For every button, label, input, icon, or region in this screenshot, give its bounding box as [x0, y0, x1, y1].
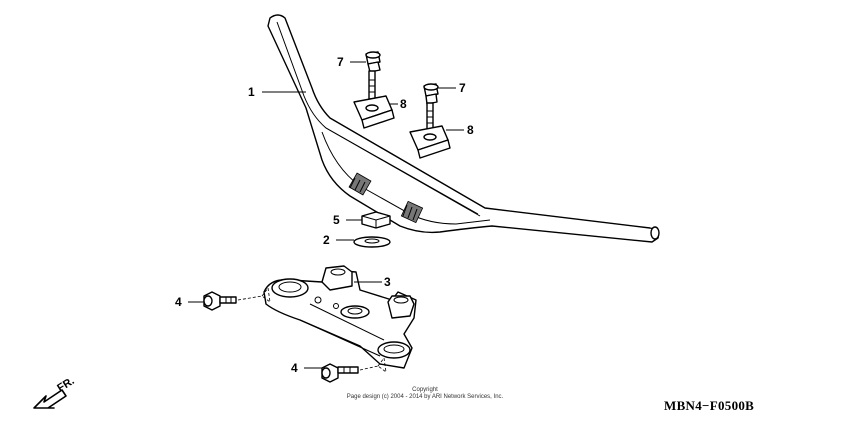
nut[interactable] — [361, 211, 391, 229]
callout-5: 5 — [333, 213, 340, 227]
bolt-left[interactable] — [203, 291, 237, 311]
callout-2: 2 — [323, 233, 330, 247]
copyright-line-2: Page design (c) 2004 - 2014 by ARI Netwo… — [346, 394, 504, 400]
callout-3: 3 — [384, 275, 391, 289]
callout-8-left: 8 — [400, 97, 407, 111]
handlebar[interactable] — [267, 14, 660, 243]
holder-right[interactable] — [409, 125, 451, 159]
bolt-upper-right[interactable] — [423, 83, 439, 130]
knurl-right — [400, 200, 424, 224]
callout-1: 1 — [248, 85, 255, 99]
copyright-line-1: Copyright — [412, 387, 438, 393]
washer[interactable] — [353, 236, 391, 248]
knurl-left — [348, 172, 372, 196]
copyright-notice: Copyright Page design (c) 2004 - 2014 by… — [300, 387, 550, 401]
bolt-bottom[interactable] — [321, 363, 359, 383]
top-bridge[interactable] — [263, 265, 417, 369]
callout-4-bottom: 4 — [291, 361, 298, 375]
holder-left[interactable] — [353, 95, 395, 129]
callout-8-right: 8 — [467, 123, 474, 137]
callout-7-left: 7 — [337, 55, 344, 69]
callout-7-right: 7 — [459, 81, 466, 95]
diagram-code: MBN4−F0500B — [664, 398, 755, 413]
front-direction-arrow-icon: FR. — [33, 375, 77, 409]
callout-4-left: 4 — [175, 295, 182, 309]
bolt-upper-left[interactable] — [365, 51, 381, 100]
